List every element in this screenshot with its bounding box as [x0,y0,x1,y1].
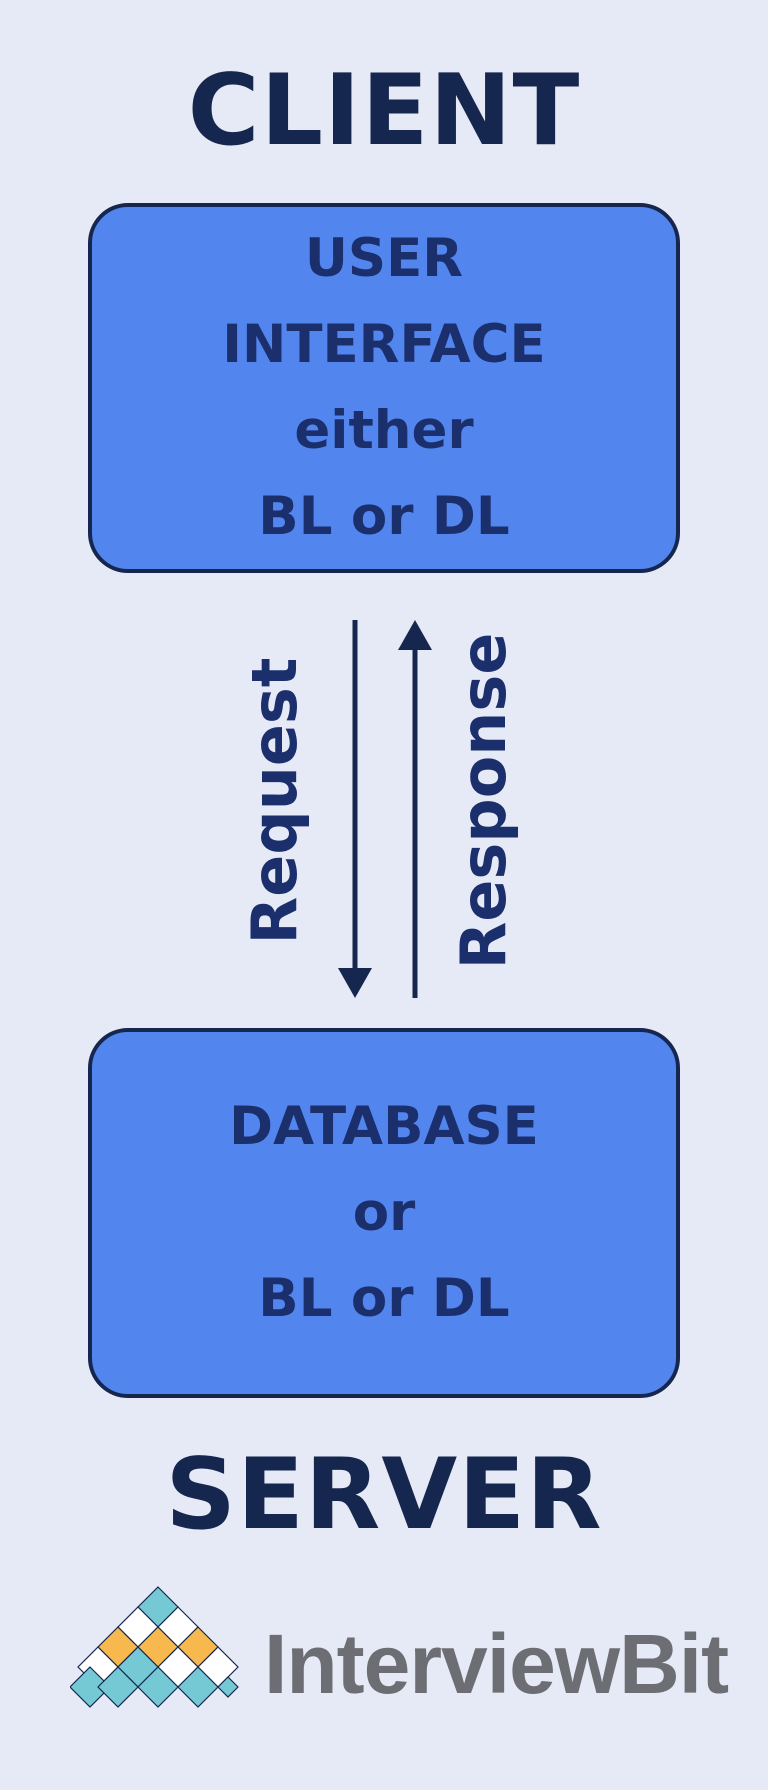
request-arrow [338,620,372,998]
server-box-line: or [352,1182,416,1243]
server-box-line: BL or DL [258,1268,510,1329]
database-box: DATABASE or BL or DL [88,1028,680,1398]
server-title: SERVER [165,1438,603,1552]
interviewbit-logo-text: InterviewBit [264,1617,729,1711]
response-arrow [398,620,432,998]
client-box-line: INTERFACE [222,314,546,375]
client-box-line: either [294,400,474,461]
client-title: CLIENT [187,54,581,168]
response-label: Response [447,632,520,970]
user-interface-box: USER INTERFACE either BL or DL [88,203,680,573]
interviewbit-diamond-logo-icon [70,1586,239,1708]
server-box-line: DATABASE [229,1096,539,1157]
client-box-line: USER [304,228,464,289]
request-label: Request [238,657,311,945]
client-box-line: BL or DL [258,486,510,547]
